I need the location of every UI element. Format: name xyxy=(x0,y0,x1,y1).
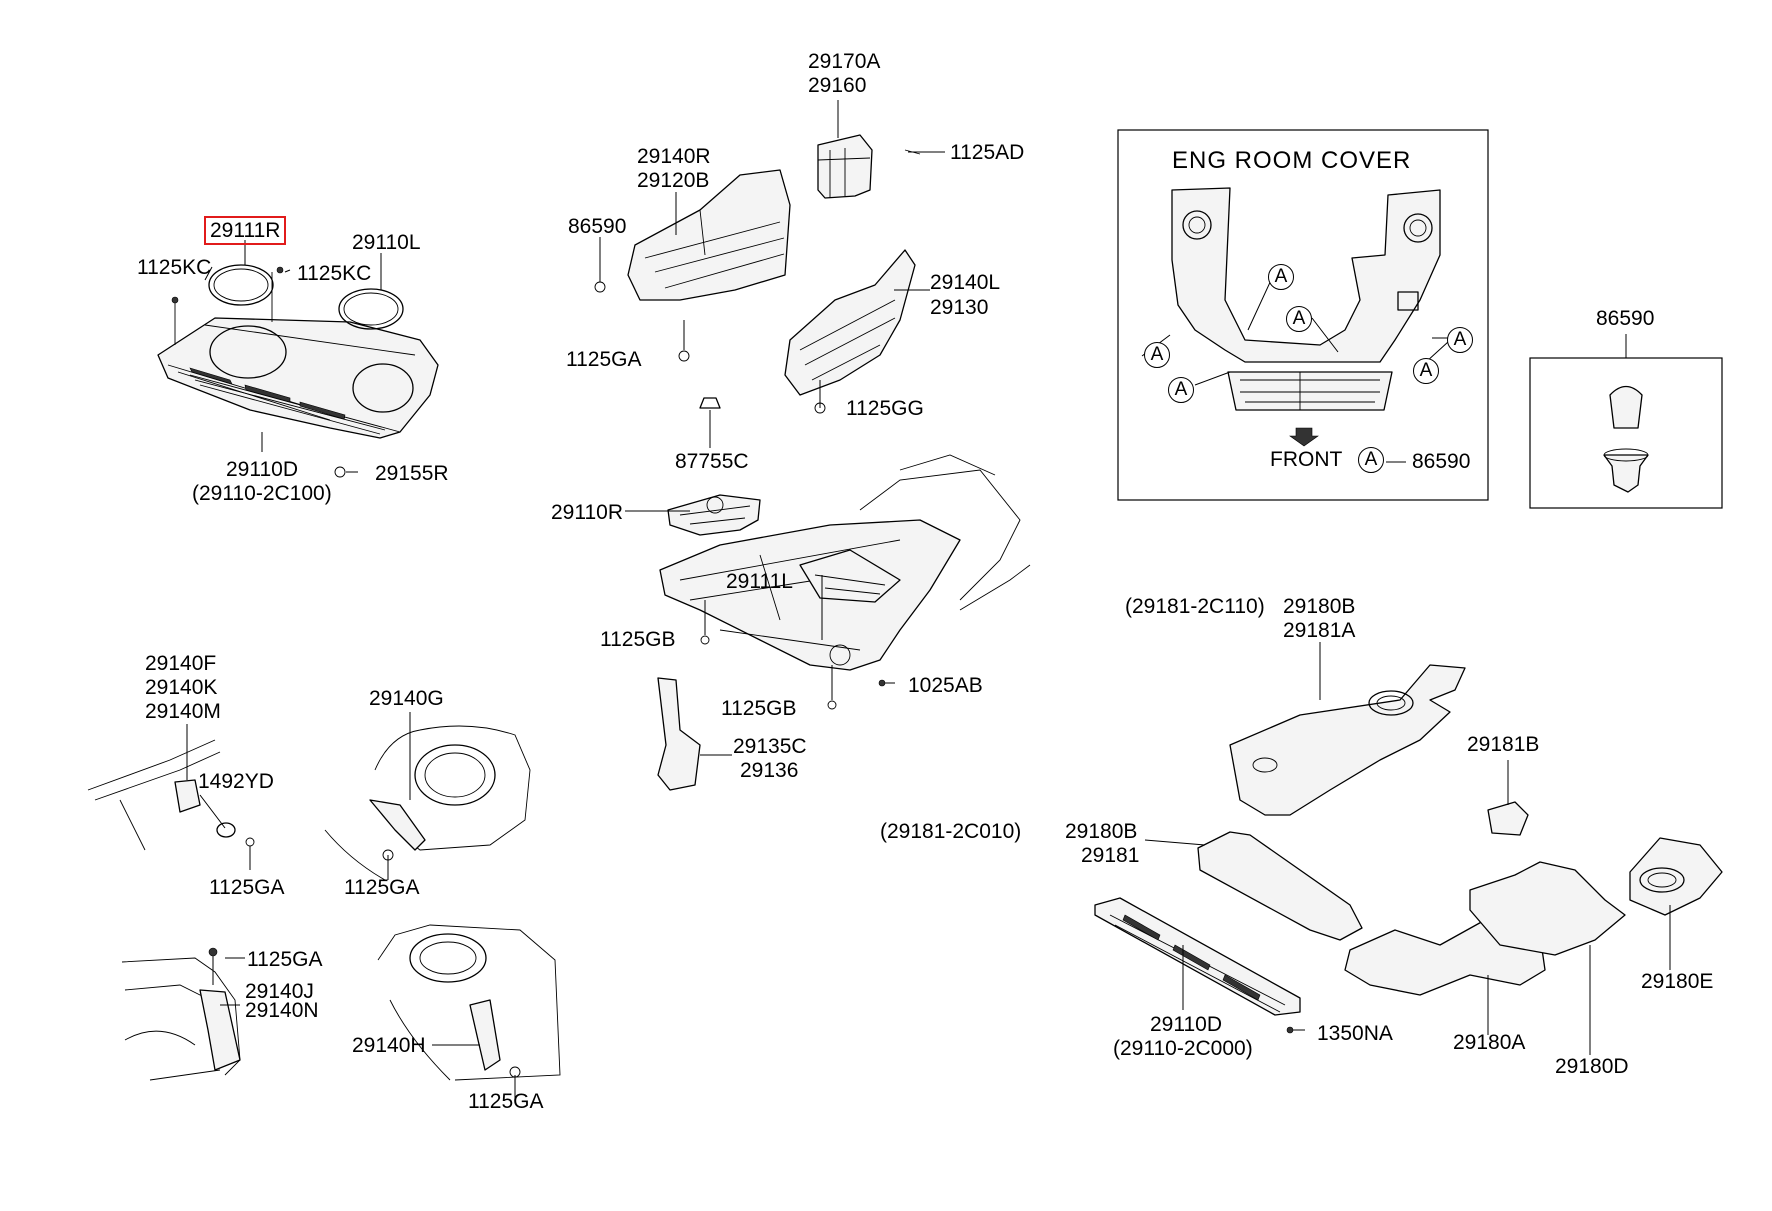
label-29181-2C110: (29181-2C110) xyxy=(1125,595,1265,618)
label-87755C[interactable]: 87755C xyxy=(675,450,749,473)
label-86590-box[interactable]: 86590 xyxy=(1596,307,1655,330)
label-29180E[interactable]: 29180E xyxy=(1641,970,1714,993)
label-1125GA-mid[interactable]: 1125GA xyxy=(566,348,642,371)
side-covers-center xyxy=(594,100,945,448)
label-1492YD[interactable]: 1492YD xyxy=(198,770,274,793)
label-29110D-top[interactable]: 29110D xyxy=(226,458,299,481)
label-1125GB-right[interactable]: 1125GB xyxy=(721,697,797,720)
label-1125GA-bl3[interactable]: 1125GA xyxy=(247,948,323,971)
label-1125GA-bl2[interactable]: 1125GA xyxy=(344,876,420,899)
marker-a-4: A xyxy=(1168,377,1194,403)
marker-a-2: A xyxy=(1286,306,1312,332)
label-29120B[interactable]: 29120B xyxy=(637,169,710,192)
label-1025AB[interactable]: 1025AB xyxy=(908,674,983,697)
inset-title: ENG ROOM COVER xyxy=(1172,147,1412,174)
label-29155R[interactable]: 29155R xyxy=(375,462,449,485)
label-29136[interactable]: 29136 xyxy=(740,759,799,782)
label-29140G[interactable]: 29140G xyxy=(369,687,444,710)
label-29180B-mid[interactable]: 29180B xyxy=(1065,820,1138,843)
label-86590-mid[interactable]: 86590 xyxy=(568,215,627,238)
marker-a-legend: A xyxy=(1358,447,1384,473)
engine-room-covers-bottom-right xyxy=(1094,642,1723,1055)
label-29181-2C010: (29181-2C010) xyxy=(880,820,1022,843)
label-29160[interactable]: 29160 xyxy=(808,74,867,97)
marker-a-3: A xyxy=(1144,342,1170,368)
label-29130[interactable]: 29130 xyxy=(930,296,989,319)
marker-a-1: A xyxy=(1268,264,1294,290)
front-label: FRONT xyxy=(1270,448,1343,471)
label-29135C[interactable]: 29135C xyxy=(733,735,807,758)
label-1125GA-bl4[interactable]: 1125GA xyxy=(468,1090,544,1113)
label-1125GG[interactable]: 1125GG xyxy=(846,397,924,420)
label-1125KC-left[interactable]: 1125KC xyxy=(137,256,212,279)
label-29140R[interactable]: 29140R xyxy=(637,145,711,168)
label-1125GA-bl1[interactable]: 1125GA xyxy=(209,876,285,899)
marker-a-5: A xyxy=(1447,327,1473,353)
label-29170A[interactable]: 29170A xyxy=(808,50,881,73)
label-86590-inset[interactable]: 86590 xyxy=(1412,450,1471,473)
label-29180A[interactable]: 29180A xyxy=(1453,1031,1526,1054)
label-29181A[interactable]: 29181A xyxy=(1283,619,1356,642)
label-29140H[interactable]: 29140H xyxy=(352,1034,426,1057)
label-29140L[interactable]: 29140L xyxy=(930,271,1001,294)
label-29181[interactable]: 29181 xyxy=(1081,844,1140,867)
label-1125GB-left[interactable]: 1125GB xyxy=(600,628,676,651)
label-29111L[interactable]: 29111L xyxy=(726,570,793,593)
label-29111R[interactable]: 29111R xyxy=(204,216,287,245)
marker-a-6: A xyxy=(1413,358,1439,384)
label-1125AD[interactable]: 1125AD xyxy=(950,141,1025,164)
label-29110L[interactable]: 29110L xyxy=(352,231,421,254)
brackets-bottom-left xyxy=(87,712,561,1100)
label-29180B-top[interactable]: 29180B xyxy=(1283,595,1356,618)
label-29110D-bottom[interactable]: 29110D xyxy=(1150,1013,1223,1036)
label-29140F[interactable]: 29140F xyxy=(145,652,217,675)
label-29110R[interactable]: 29110R xyxy=(551,501,624,524)
under-cover-assembly-top xyxy=(157,240,439,478)
label-29181B[interactable]: 29181B xyxy=(1467,733,1540,756)
subframe-center xyxy=(625,454,1031,791)
label-29140J[interactable]: 29140J xyxy=(245,980,314,1003)
label-29110-2C100: (29110-2C100) xyxy=(192,482,332,505)
label-29180D[interactable]: 29180D xyxy=(1555,1055,1629,1078)
label-29140N[interactable]: 29140N xyxy=(245,999,319,1022)
clip-86590-box xyxy=(1529,334,1723,509)
label-1125KC-right[interactable]: 1125KC xyxy=(297,262,372,285)
label-1350NA[interactable]: 1350NA xyxy=(1317,1022,1393,1045)
label-29140K[interactable]: 29140K xyxy=(145,676,218,699)
label-29140M[interactable]: 29140M xyxy=(145,700,221,723)
label-29110-2C000: (29110-2C000) xyxy=(1113,1037,1253,1060)
